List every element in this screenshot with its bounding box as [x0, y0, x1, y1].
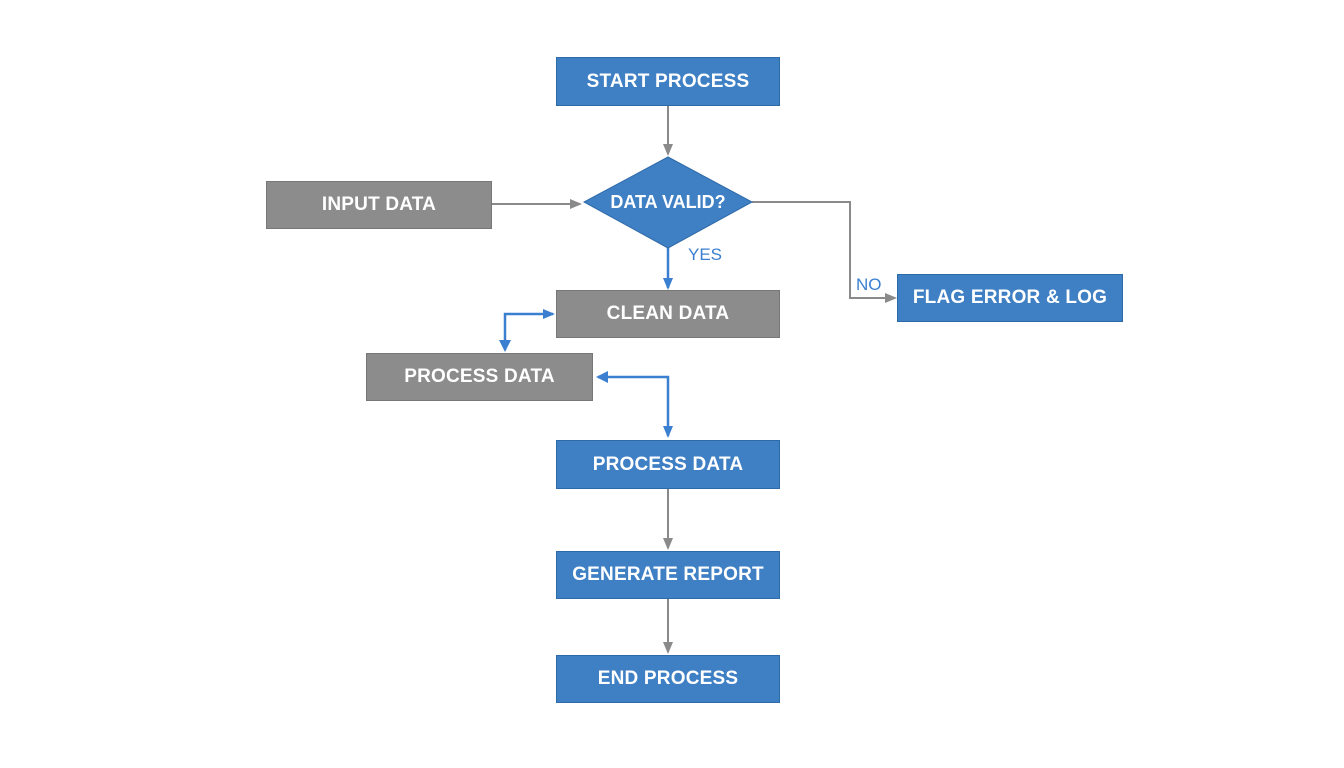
end-process-node: END PROCESS — [556, 655, 780, 703]
generate-report-node: GENERATE REPORT — [556, 551, 780, 599]
process-data-side-node: PROCESS DATA — [366, 353, 593, 401]
clean-data-label: CLEAN DATA — [606, 303, 730, 324]
edge-process-left-to-process-main — [598, 375, 673, 438]
generate-report-label: GENERATE REPORT — [572, 564, 764, 585]
flag-error-node: FLAG ERROR & LOG — [897, 274, 1123, 322]
edge-clean-to-process-left-arrowhead — [499, 340, 511, 352]
no-label: NO — [856, 275, 882, 294]
decision-label: DATA VALID? — [610, 191, 726, 212]
clean-data-node: CLEAN DATA — [556, 290, 780, 338]
end-process-label: END PROCESS — [597, 668, 739, 689]
flag-error-label: FLAG ERROR & LOG — [912, 287, 1108, 308]
input-data-node: INPUT DATA — [266, 181, 492, 229]
edge-process-left-to-clean — [503, 309, 555, 350]
start-process-node: START PROCESS — [556, 57, 780, 106]
start-process-label: START PROCESS — [586, 70, 750, 92]
process-data-main-label: PROCESS DATA — [592, 453, 744, 475]
input-data-label: INPUT DATA — [321, 194, 437, 215]
decision-diamond-shape — [582, 156, 754, 249]
yes-label: YES — [688, 245, 723, 264]
process-data-main-node: PROCESS DATA — [556, 440, 780, 489]
edge-process-main-to-process-left-arrowhead — [596, 371, 608, 383]
edge-decision-to-flag — [752, 201, 897, 303]
process-data-side-label: PROCESS DATA — [404, 366, 555, 387]
